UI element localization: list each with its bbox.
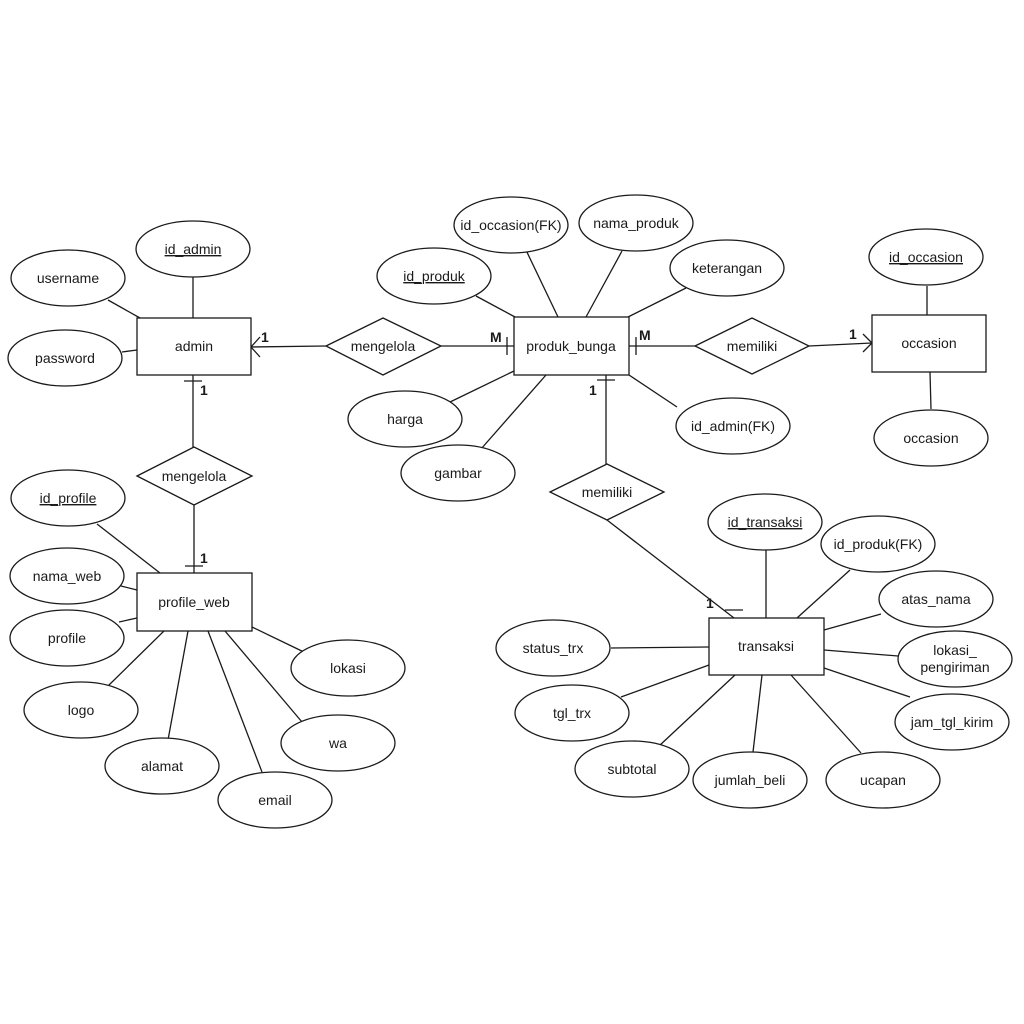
attr-keterangan[interactable]: keterangan [669, 239, 785, 297]
attr-lokasi-pengiriman[interactable]: lokasi_ pengiriman [897, 630, 1013, 688]
attr-id-produk-fk[interactable]: id_produk(FK) [820, 515, 936, 573]
attr-email[interactable]: email [217, 771, 333, 829]
attr-id-transaksi-label: id_transaksi [728, 514, 803, 530]
attr-id-occasion-fk[interactable]: id_occasion(FK) [453, 196, 569, 254]
card-trx-rel-transaksi: 1 [706, 595, 714, 611]
attr-tgl-trx-label: tgl_trx [553, 705, 591, 721]
attr-id-produk-label: id_produk [403, 268, 465, 284]
attr-jam-tgl-kirim-label: jam_tgl_kirim [910, 714, 993, 730]
attr-id-admin[interactable]: id_admin [135, 220, 251, 278]
relation-mengelola-produk-label: mengelola [351, 338, 416, 354]
attr-status-trx[interactable]: status_trx [495, 619, 611, 677]
attr-nama-web[interactable]: nama_web [9, 547, 125, 605]
relation-memiliki-occasion[interactable]: memiliki [693, 317, 811, 375]
attr-status-trx-label: status_trx [523, 640, 584, 656]
card-memiliki-occasion: 1 [849, 326, 857, 342]
entity-produk-bunga[interactable]: produk_bunga [513, 316, 630, 376]
attr-nama-produk-label: nama_produk [593, 215, 680, 231]
entity-profile-web[interactable]: profile_web [136, 572, 253, 632]
attr-id-admin-fk-label: id_admin(FK) [691, 418, 775, 434]
attr-username-label: username [37, 270, 99, 286]
card-produk-trx-rel: 1 [589, 382, 597, 398]
attr-harga-label: harga [387, 411, 423, 427]
relation-mengelola-profile-label: mengelola [162, 468, 227, 484]
attr-atas-nama[interactable]: atas_nama [878, 570, 994, 628]
entity-transaksi-label: transaksi [738, 638, 794, 654]
attr-wa-label: wa [328, 735, 347, 751]
attr-lokasi[interactable]: lokasi [290, 639, 406, 697]
attr-lokasi-pengiriman-line2: pengiriman [920, 659, 989, 675]
attr-id-profile[interactable]: id_profile [10, 469, 126, 527]
attr-alamat-label: alamat [141, 758, 183, 774]
attr-atas-nama-label: atas_nama [901, 591, 970, 607]
relation-memiliki-transaksi-label: memiliki [582, 484, 633, 500]
attr-jumlah-beli[interactable]: jumlah_beli [692, 751, 808, 809]
attr-nama-produk[interactable]: nama_produk [578, 194, 694, 252]
attr-occasion-label: occasion [903, 430, 958, 446]
relation-mengelola-produk[interactable]: mengelola [324, 317, 443, 376]
attr-logo[interactable]: logo [23, 681, 139, 739]
attr-subtotal-label: subtotal [607, 761, 656, 777]
attr-profile[interactable]: profile [9, 609, 125, 667]
attr-id-transaksi[interactable]: id_transaksi [707, 493, 823, 551]
attr-occasion[interactable]: occasion [873, 409, 989, 467]
attr-id-occasion-fk-label: id_occasion(FK) [460, 217, 561, 233]
attr-id-admin-fk[interactable]: id_admin(FK) [675, 397, 791, 455]
attr-gambar-label: gambar [434, 465, 482, 481]
card-admin-profile-rel: 1 [200, 382, 208, 398]
attr-id-produk-fk-label: id_produk(FK) [834, 536, 923, 552]
entity-transaksi[interactable]: transaksi [708, 617, 825, 676]
attr-keterangan-label: keterangan [692, 260, 762, 276]
relation-memiliki-transaksi[interactable]: memiliki [548, 463, 666, 521]
attr-jam-tgl-kirim[interactable]: jam_tgl_kirim [894, 693, 1010, 751]
cardinality-markers [184, 333, 873, 611]
entity-occasion[interactable]: occasion [871, 314, 987, 373]
attr-ucapan-label: ucapan [860, 772, 906, 788]
attr-gambar[interactable]: gambar [400, 444, 516, 502]
attr-harga[interactable]: harga [347, 390, 463, 448]
attr-id-produk[interactable]: id_produk [376, 247, 492, 305]
attr-wa[interactable]: wa [280, 714, 396, 772]
card-profile-rel-profile: 1 [200, 550, 208, 566]
attr-jumlah-beli-label: jumlah_beli [714, 772, 786, 788]
card-produk-memiliki: M [639, 327, 651, 343]
attr-id-profile-label: id_profile [40, 490, 97, 506]
attr-ucapan[interactable]: ucapan [825, 751, 941, 809]
attr-username[interactable]: username [10, 249, 126, 307]
attr-alamat[interactable]: alamat [104, 737, 220, 795]
cardinality-labels: 1 M M 1 1 1 1 1 [200, 326, 857, 611]
card-admin-mengelola: 1 [261, 329, 269, 345]
attr-id-admin-label: id_admin [165, 241, 222, 257]
attr-lokasi-pengiriman-line1: lokasi_ [933, 642, 977, 658]
entity-admin-label: admin [175, 338, 213, 354]
card-mengelola-produk: M [490, 329, 502, 345]
attr-logo-label: logo [68, 702, 95, 718]
relation-memiliki-occasion-label: memiliki [727, 338, 778, 354]
attr-nama-web-label: nama_web [33, 568, 102, 584]
attr-subtotal[interactable]: subtotal [574, 740, 690, 798]
attr-lokasi-label: lokasi [330, 660, 366, 676]
attr-tgl-trx[interactable]: tgl_trx [514, 684, 630, 742]
connectors [96, 247, 932, 773]
entity-produk-bunga-label: produk_bunga [526, 338, 616, 354]
attr-password-label: password [35, 350, 95, 366]
attr-profile-label: profile [48, 630, 86, 646]
entity-admin[interactable]: admin [136, 317, 252, 376]
attr-id-occasion[interactable]: id_occasion [868, 228, 984, 286]
entity-profile-web-label: profile_web [158, 594, 230, 610]
attr-id-occasion-label: id_occasion [889, 249, 963, 265]
entity-occasion-label: occasion [901, 335, 956, 351]
attr-email-label: email [258, 792, 291, 808]
relation-mengelola-profile[interactable]: mengelola [135, 446, 254, 506]
attr-password[interactable]: password [7, 329, 123, 387]
